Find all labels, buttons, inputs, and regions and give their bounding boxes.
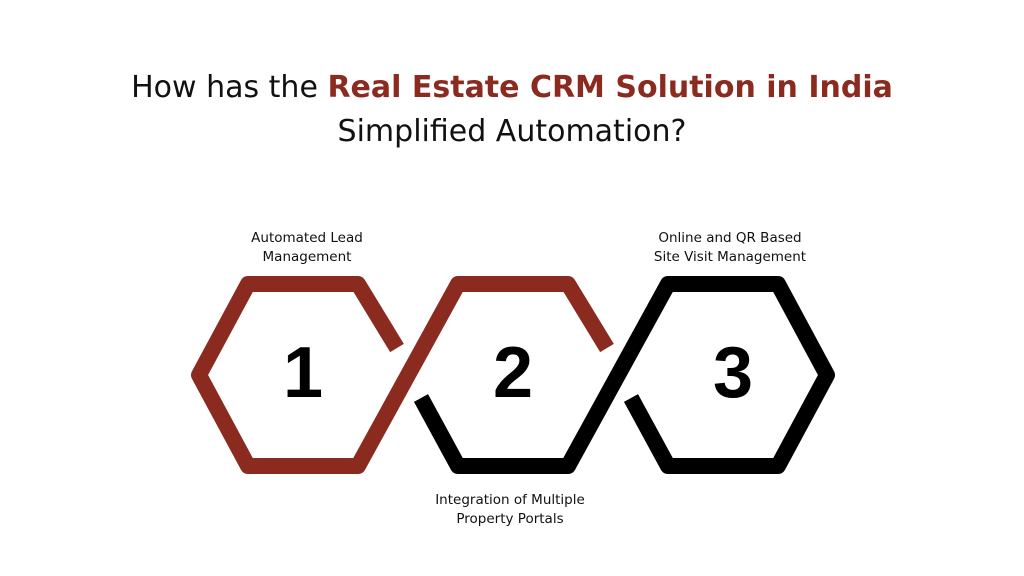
hexagon-1-outline [191,276,614,474]
title-highlight: Real Estate CRM Solution in India [327,70,893,105]
page-title-line2: Simplified Automation? [337,114,687,149]
step-label-3: Online and QR Based Site Visit Managemen… [610,229,850,267]
step-label-2: Integration of Multiple Property Portals [390,491,630,529]
step-label-2-line1: Integration of Multiple [435,492,585,508]
title-prefix: How has the [131,70,328,105]
step-label-1-line1: Automated Lead [251,230,363,246]
page-title-line1: How has the Real Estate CRM Solution in … [0,66,1024,110]
step-label-1: Automated Lead Management [187,229,427,267]
step-label-3-line1: Online and QR Based [658,230,802,246]
step-number-2: 2 [492,333,534,413]
hexagon-2-3-outline [413,276,835,474]
step-number-3: 3 [712,333,754,413]
step-number-1: 1 [282,333,324,413]
step-label-1-line2: Management [262,249,352,265]
step-label-3-line2: Site Visit Management [653,249,807,265]
step-label-2-line2: Property Portals [456,511,564,527]
